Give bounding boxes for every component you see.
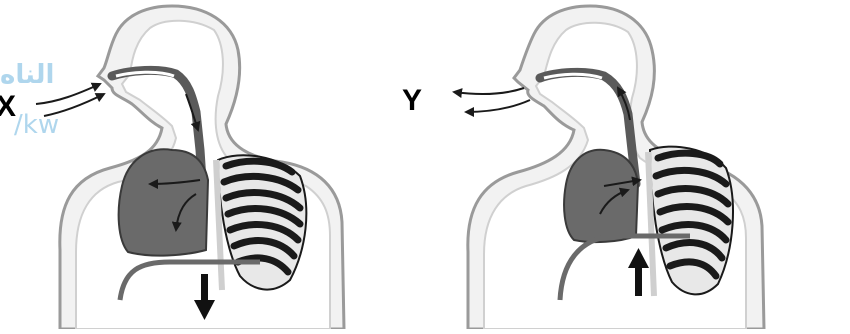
label-exhale: Y bbox=[402, 86, 422, 116]
watermark-kw: /kw bbox=[14, 112, 59, 138]
panel-exhalation bbox=[454, 6, 764, 329]
lung-right bbox=[564, 150, 638, 242]
watermark-arabic: الناه bbox=[0, 62, 54, 88]
panel-inhalation bbox=[36, 6, 344, 329]
breath-out-arrow-2 bbox=[466, 100, 530, 112]
breath-out-arrow-1 bbox=[454, 88, 524, 94]
lung-left bbox=[119, 149, 208, 255]
label-inhale: X bbox=[0, 92, 16, 122]
